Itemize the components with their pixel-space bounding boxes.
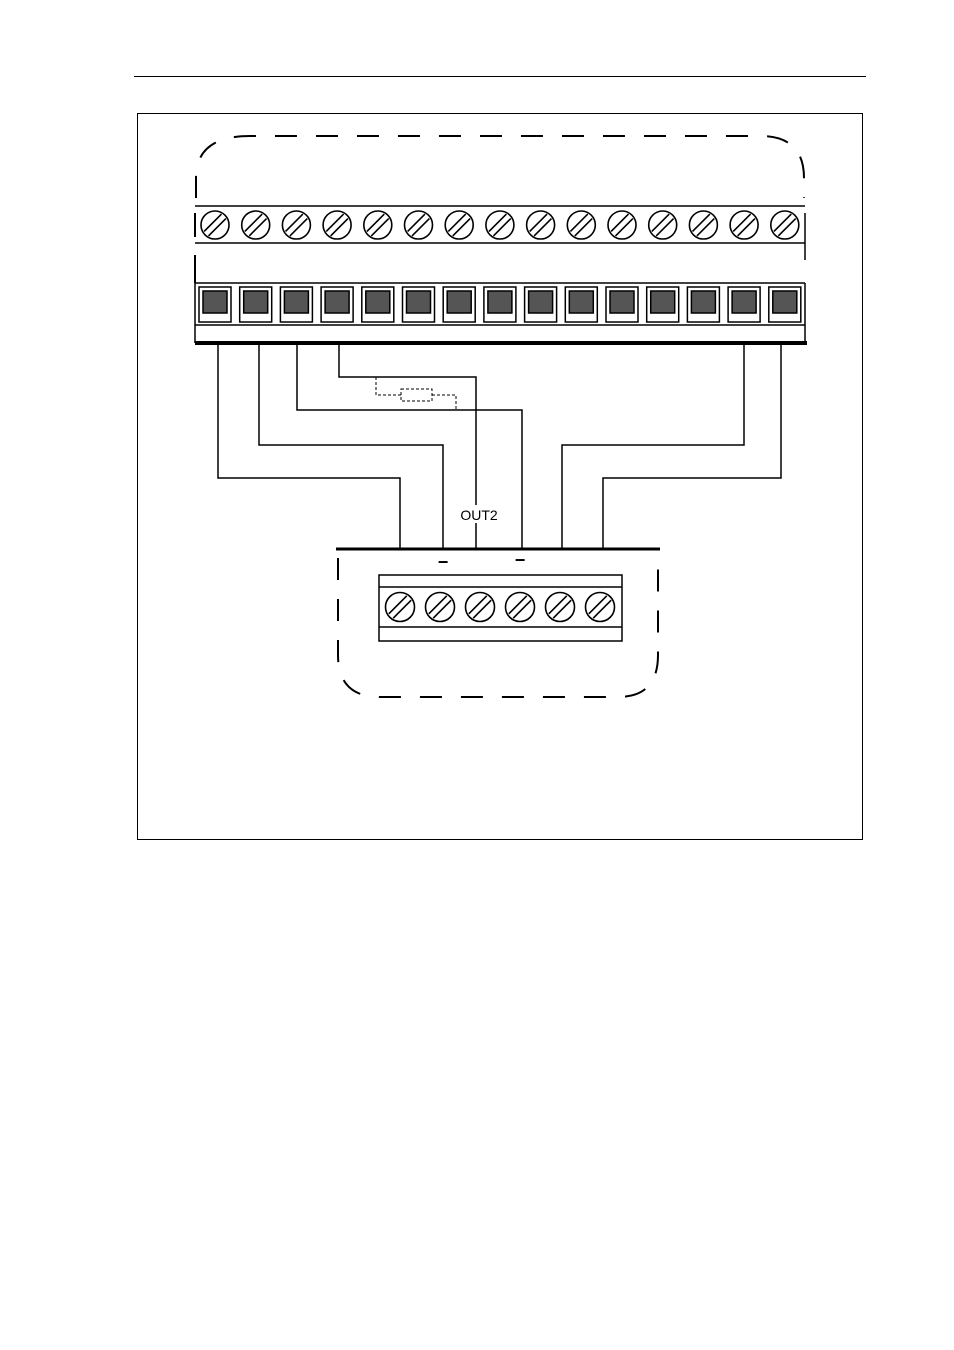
screw-terminal-icon — [566, 210, 597, 240]
screw-terminal-icon — [240, 210, 271, 240]
minus-mark: − — [515, 550, 526, 570]
socket-icon — [645, 286, 680, 323]
screw-terminal-icon — [281, 210, 312, 240]
upper-enclosure-outline — [195, 135, 805, 198]
out2-label: OUT2 — [460, 507, 498, 523]
socket-icon — [768, 286, 802, 323]
socket-icon — [320, 286, 354, 323]
figure-frame — [137, 113, 863, 840]
screw-terminal-icon — [464, 591, 496, 623]
socket-icon — [564, 286, 599, 323]
screw-terminal-icon — [525, 210, 556, 240]
wire-3 — [296, 345, 523, 548]
screw-terminal-icon — [607, 210, 637, 240]
screw-terminal-icon — [403, 210, 434, 240]
screw-terminal-icon — [688, 210, 719, 240]
minus-mark: − — [438, 552, 449, 572]
socket-icon — [442, 286, 476, 323]
wire-6 — [602, 345, 782, 548]
socket-icon — [361, 286, 395, 323]
wire-5 — [561, 345, 745, 548]
upper-base-bar — [195, 341, 807, 345]
upper-socket-strip — [194, 282, 807, 345]
wire-1 — [217, 345, 401, 548]
socket-icon — [483, 286, 517, 323]
screw-terminal-icon — [729, 210, 759, 240]
wires — [217, 345, 782, 548]
socket-icon — [279, 286, 314, 323]
socket-icon — [401, 286, 436, 323]
screw-terminal-icon — [362, 210, 393, 240]
screw-terminal-icon — [444, 210, 475, 240]
screw-terminal-icon — [504, 591, 536, 623]
screw-terminal-icon — [584, 591, 616, 623]
screw-terminal-icon — [322, 210, 352, 240]
lower-enclosure-outline — [337, 558, 659, 698]
header-rule — [134, 76, 866, 77]
screw-terminal-icon — [544, 591, 576, 623]
screw-terminal-icon — [485, 210, 515, 240]
screw-terminal-icon — [200, 210, 230, 240]
screw-terminal-icon — [384, 591, 416, 623]
upper-screw-strip — [194, 205, 806, 283]
socket-icon — [686, 286, 721, 323]
screw-terminal-icon — [769, 210, 800, 240]
socket-icon — [605, 286, 639, 323]
socket-icon — [727, 286, 761, 323]
screw-terminal-icon — [424, 591, 456, 623]
lower-terminal-block — [378, 574, 623, 642]
wire-4 — [338, 345, 477, 548]
socket-icon — [198, 286, 232, 323]
wire-2 — [258, 345, 444, 548]
socket-icon — [523, 286, 558, 323]
screw-terminal-icon — [647, 210, 678, 240]
resistor — [375, 377, 457, 410]
socket-icon — [238, 286, 273, 323]
